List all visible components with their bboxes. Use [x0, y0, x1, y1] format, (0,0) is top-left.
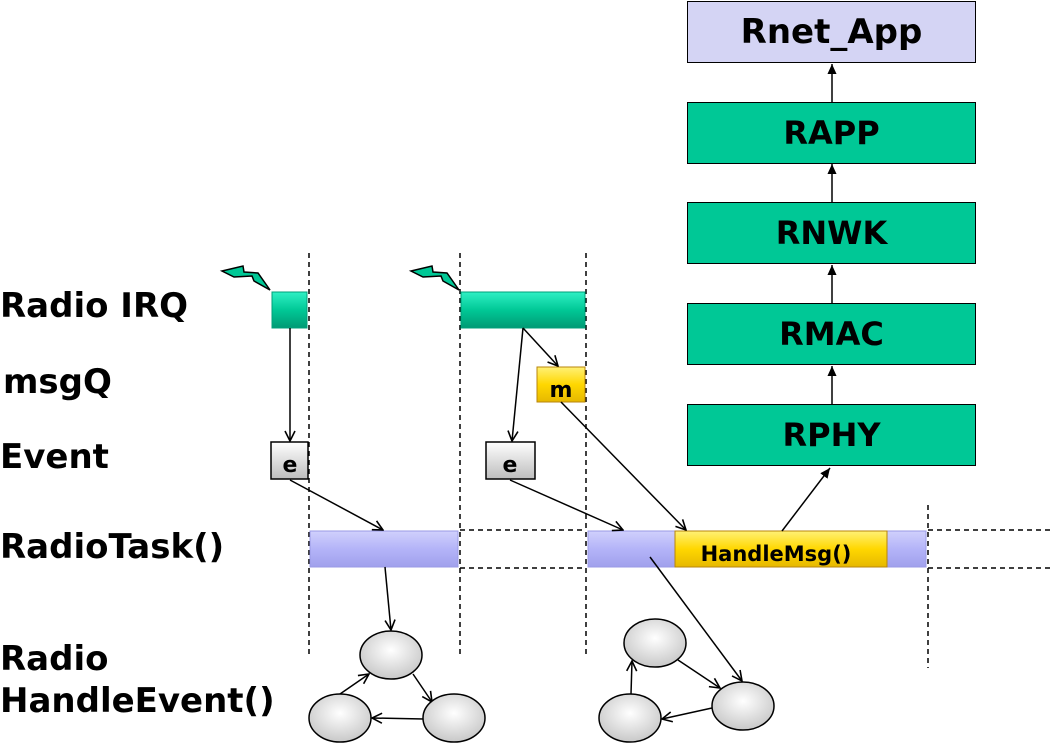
- state-transition: [412, 673, 432, 702]
- stack-layer-label: RPHY: [782, 416, 881, 454]
- stack-layer-rnwk: RNWK: [687, 202, 976, 264]
- radio-task-bar: [309, 530, 459, 568]
- state-node: [711, 681, 775, 731]
- stack-layer-rphy: RPHY: [687, 404, 976, 466]
- state-transition: [677, 659, 720, 688]
- msg-box: [536, 366, 586, 403]
- state-transition: [372, 718, 425, 719]
- state-node: [308, 693, 372, 743]
- state-node: [422, 693, 486, 743]
- stack-layer-label: RMAC: [779, 315, 884, 353]
- state-transition: [662, 707, 713, 719]
- row-label-handle-event-line2: HandleEvent(): [0, 681, 275, 721]
- row-label-msgq: msgQ: [3, 362, 112, 402]
- lightning-icon: [408, 265, 460, 291]
- flow-arrow: [560, 401, 686, 530]
- flow-arrow: [512, 327, 524, 441]
- stack-layer-label: Rnet_App: [740, 12, 923, 52]
- state-node: [598, 693, 662, 743]
- state-machine: [598, 618, 775, 743]
- state-machine: [308, 630, 486, 743]
- event-box: [270, 441, 309, 480]
- row-label-radio-irq: Radio IRQ: [0, 286, 189, 326]
- handle-msg-label: HandleMsg(): [701, 542, 852, 566]
- flow-arrow: [289, 479, 383, 530]
- event-box-label: e: [283, 453, 298, 478]
- stack-layer-rmac: RMAC: [687, 303, 976, 365]
- flow-arrows: [289, 327, 742, 681]
- flow-arrow: [509, 479, 623, 530]
- irq-bar: [271, 291, 308, 329]
- row-label-radio-task: RadioTask(): [0, 527, 225, 567]
- state-transition: [631, 661, 632, 695]
- state-node: [623, 618, 687, 668]
- row-label-event: Event: [0, 437, 109, 477]
- timeline-guides: [308, 253, 1051, 668]
- stack-arrows: [781, 64, 837, 532]
- stack-layer-rapp: RAPP: [687, 102, 976, 164]
- lightning-icon: [219, 265, 271, 291]
- state-node: [359, 630, 423, 680]
- irq-bar: [460, 291, 586, 329]
- state-transition: [339, 674, 369, 695]
- flow-arrow: [649, 556, 742, 681]
- flow-arrow: [384, 566, 391, 630]
- handle-msg-bar: [674, 530, 888, 568]
- stack-layer-label: RNWK: [775, 214, 888, 252]
- stack-layer-label: RAPP: [783, 114, 880, 152]
- event-box-label: e: [503, 453, 518, 478]
- flow-arrow: [522, 327, 558, 366]
- stack-arrow: [781, 467, 831, 532]
- row-label-handle-event-line1: Radio: [0, 639, 109, 679]
- event-box: [485, 441, 536, 480]
- msg-box-label: m: [550, 378, 573, 403]
- stack-layer-app: Rnet_App: [687, 1, 976, 63]
